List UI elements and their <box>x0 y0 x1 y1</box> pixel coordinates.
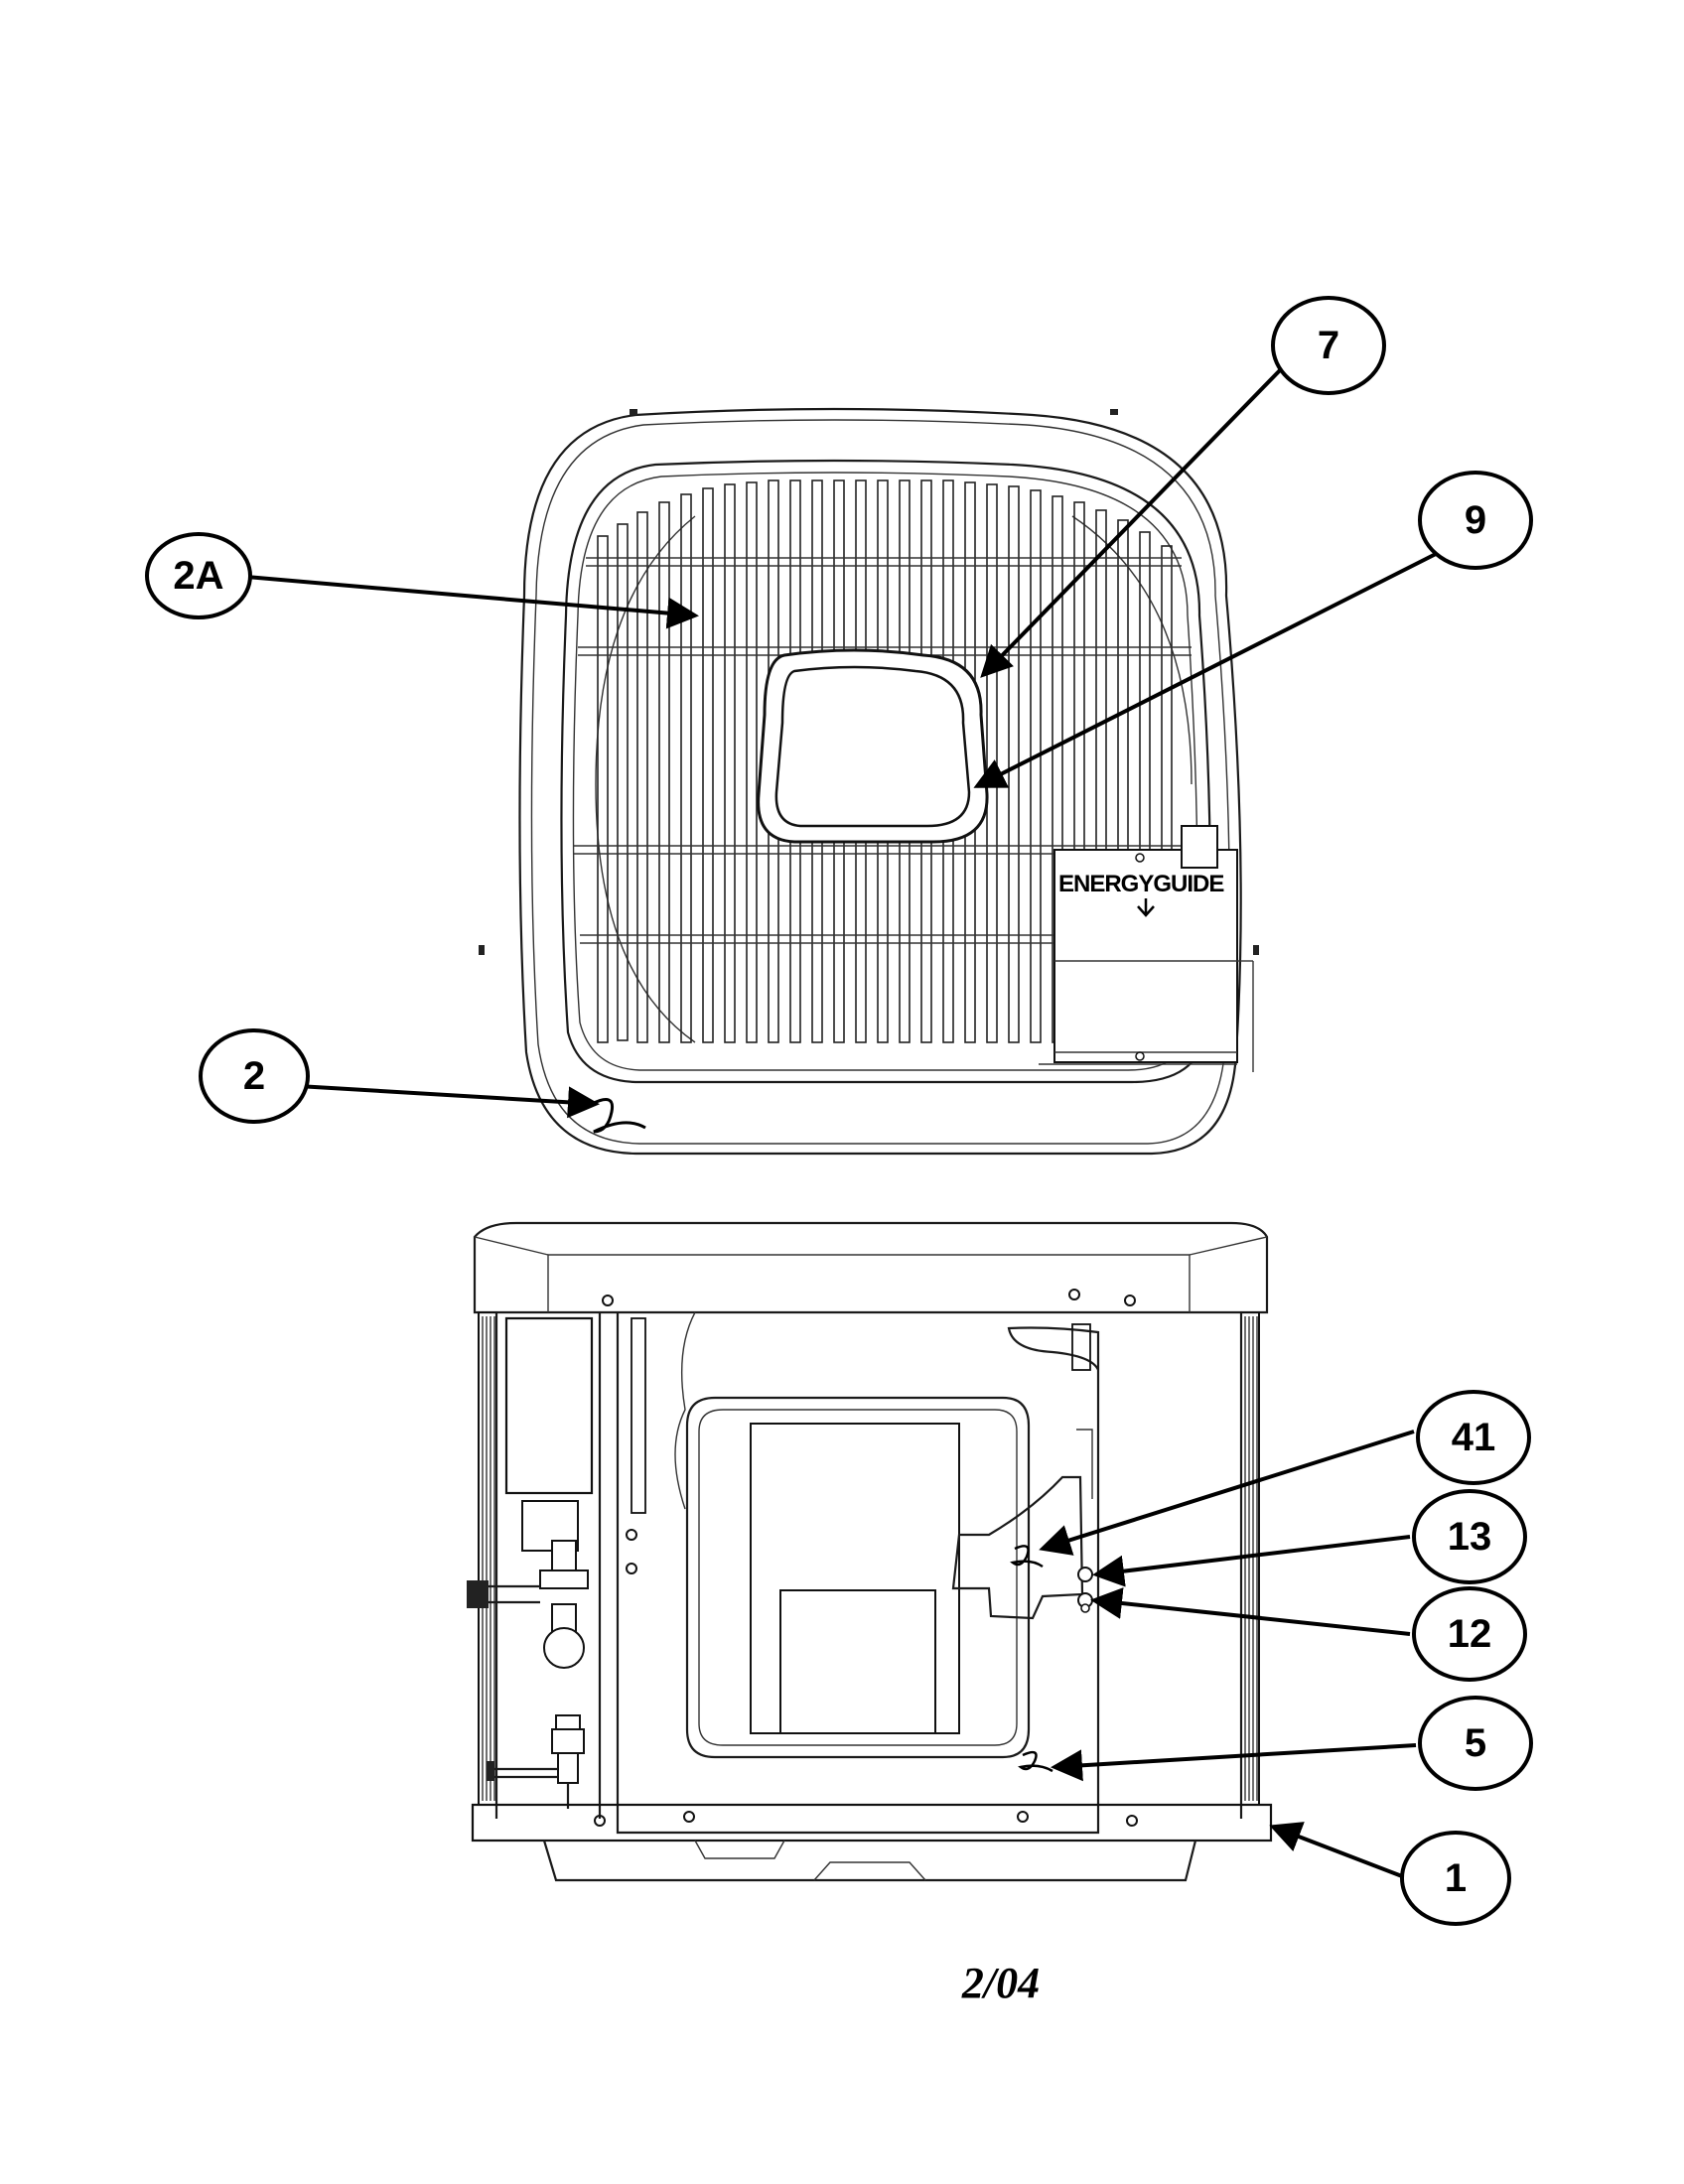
callout-41: 41 <box>1416 1390 1531 1485</box>
callout-1-label: 1 <box>1445 1856 1467 1900</box>
top-tab-left <box>630 409 637 415</box>
side-tab-right <box>1253 945 1259 955</box>
cover-squiggle <box>591 1098 646 1134</box>
callout-2: 2 <box>199 1028 310 1124</box>
callout-7-label: 7 <box>1318 324 1339 367</box>
energyguide-label: ENERGYGUIDE <box>1039 825 1254 1072</box>
callout-12: 12 <box>1412 1586 1527 1682</box>
base-pan <box>471 1803 1273 1882</box>
top-tab-right <box>1110 409 1118 415</box>
fan-guard-center-inner <box>774 665 971 828</box>
bracket-squiggle <box>1010 1545 1044 1569</box>
callout-2a: 2A <box>145 532 252 619</box>
service-valves <box>467 1540 589 1809</box>
top-cap <box>473 1221 1269 1314</box>
callout-5-label: 5 <box>1465 1721 1486 1765</box>
panel-squiggle <box>1018 1750 1053 1773</box>
callout-9: 9 <box>1418 471 1533 570</box>
side-tab-left <box>479 945 485 955</box>
access-panel <box>616 1289 1100 1835</box>
callout-13: 13 <box>1412 1489 1527 1584</box>
top-cap-inner <box>547 1254 1191 1312</box>
callout-1: 1 <box>1400 1831 1511 1926</box>
leader-lines <box>233 367 1437 1878</box>
top-cover-outline <box>518 407 1242 1156</box>
callout-5: 5 <box>1418 1696 1533 1791</box>
top-view: ENERGYGUIDE <box>479 407 1259 1156</box>
callout-13-label: 13 <box>1448 1515 1492 1559</box>
energyguide-text: ENERGYGUIDE <box>1058 871 1224 897</box>
callout-7: 7 <box>1271 296 1386 395</box>
callout-41-label: 41 <box>1452 1416 1496 1459</box>
callout-2-label: 2 <box>243 1054 265 1098</box>
top-cover-inner-outline <box>530 419 1230 1145</box>
control-box <box>504 1316 594 1495</box>
date-code: 2/04 <box>961 1959 1040 2007</box>
callout-9-label: 9 <box>1465 498 1486 542</box>
callout-12-label: 12 <box>1448 1612 1492 1656</box>
callout-2a-label: 2A <box>173 554 223 598</box>
front-view <box>467 1221 1273 1882</box>
left-coil <box>478 1311 497 1806</box>
